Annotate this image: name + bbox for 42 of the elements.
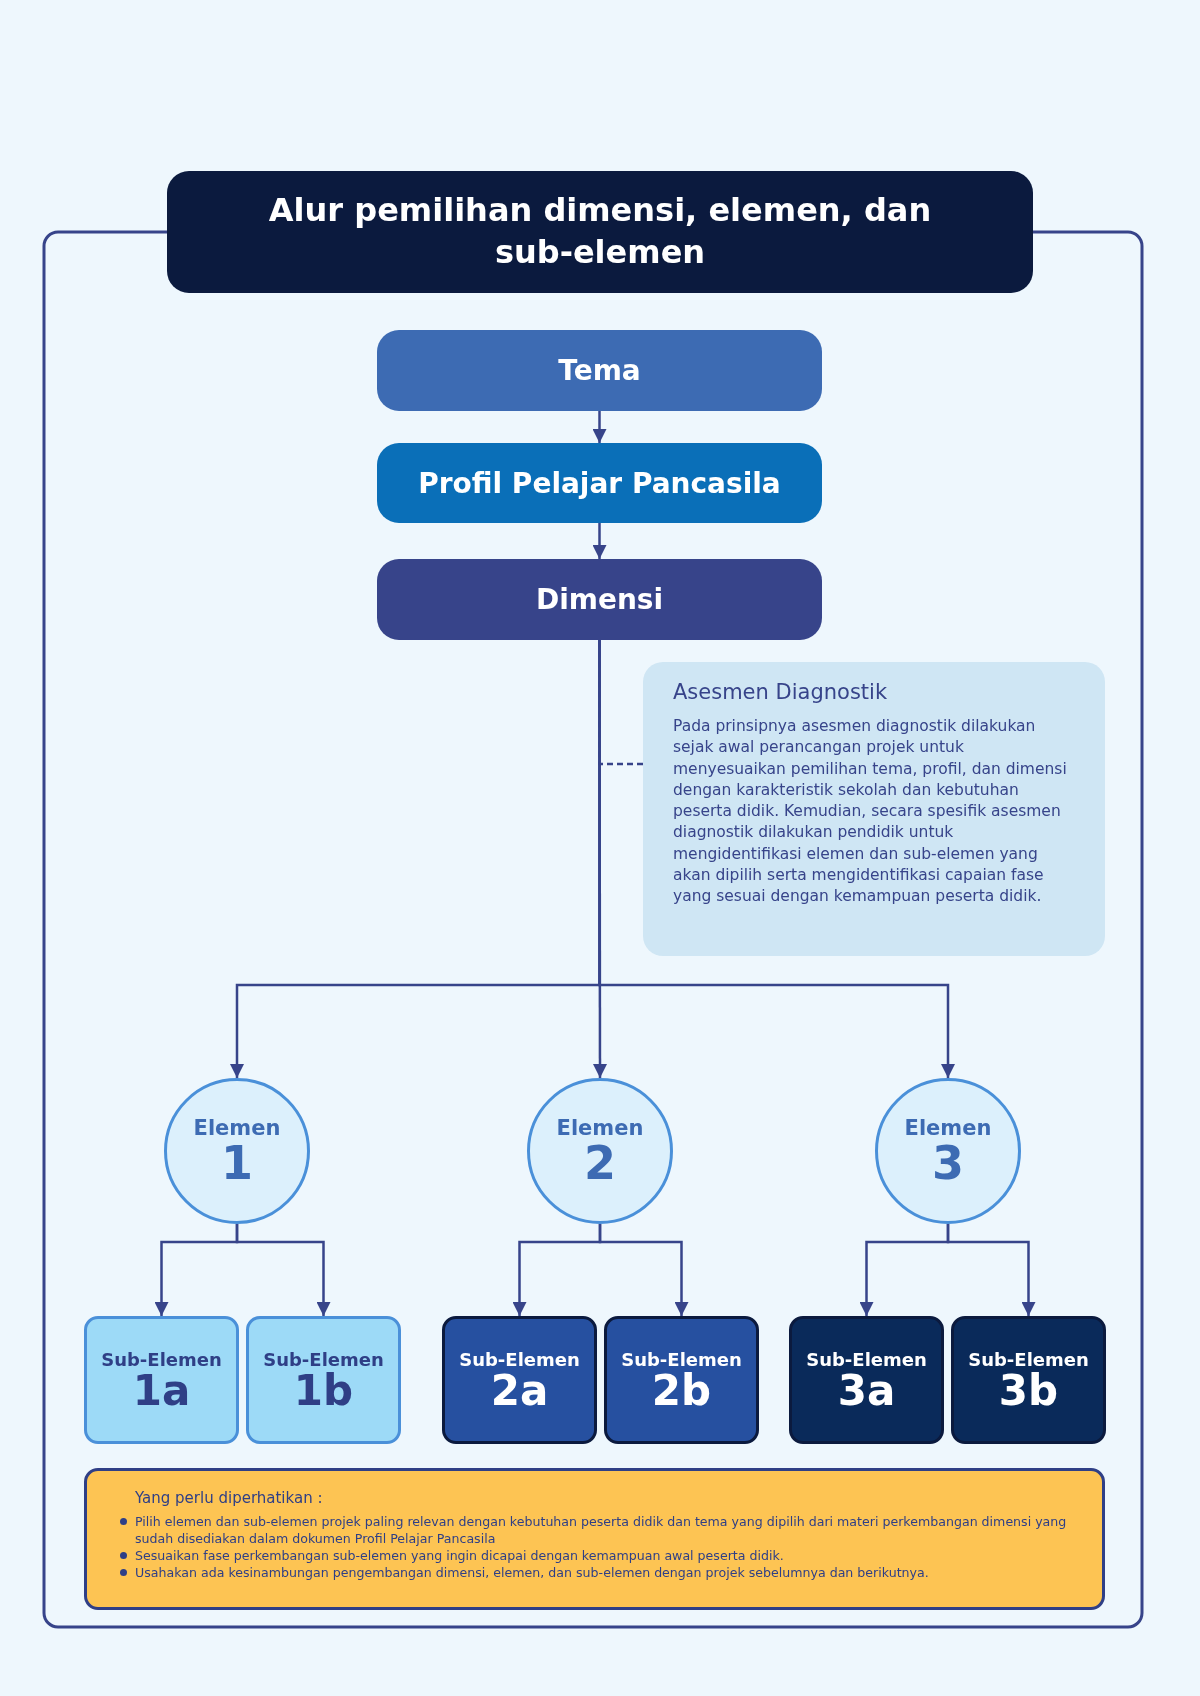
bullet-text: Pilih elemen dan sub-elemen projek paling relevan dengan kebutuhan peserta didik dan tema yang dipilih dari materi perkembangan dimensi yang sudah disediakan dalam dokumen Profil Pelajar Pancasila bbox=[135, 1513, 1068, 1547]
note-heading: Yang perlu diperhatikan : bbox=[135, 1489, 323, 1507]
bullet-text: Sesuaikan fase perkembangan sub-elemen yang ingin dicapai dengan kemampuan awal peserta didik. bbox=[135, 1547, 784, 1564]
element-number: 3 bbox=[932, 1140, 964, 1186]
arrow bbox=[235, 1224, 331, 1316]
process-box: Tema bbox=[377, 330, 822, 411]
sub-element-code: 3a bbox=[837, 1369, 896, 1412]
sub-element-box bbox=[84, 1316, 239, 1444]
arrow bbox=[592, 411, 607, 443]
box-label: Sub-Elemen bbox=[101, 1348, 222, 1370]
box-label: Sub-Elemen bbox=[968, 1348, 1089, 1370]
panel-text: Pada prinsipnya asesmen diagnostik dilakukan sejak awal perancangan projek untuk menyesuaikan pemilihan tema, profil, dan dimensi dengan karakteristik sekolah dan kebutuhan peserta didik. Kemudian, secara spesifik asesmen diagnostik dilakukan pendidik untuk mengidentifikasi elemen dan sub-elemen yang akan dipilih serta mengidentifikasi capaian fase yang sesuai dengan kemampuan peserta didik. bbox=[673, 716, 1068, 908]
element-number: 2 bbox=[584, 1140, 616, 1186]
element-number: 1 bbox=[221, 1140, 253, 1186]
sub-element-box bbox=[246, 1316, 401, 1444]
sub-element-box bbox=[604, 1316, 759, 1444]
sub-element-code: 1a bbox=[132, 1369, 191, 1412]
circle-label: Elemen bbox=[193, 1116, 281, 1140]
process-box: Dimensi bbox=[377, 559, 822, 640]
title-banner: Alur pemilihan dimensi, elemen, dan sub-elemen bbox=[167, 171, 1033, 293]
sub-element-box bbox=[442, 1316, 597, 1444]
process-box: Profil Pelajar Pancasila bbox=[377, 443, 822, 523]
arrow bbox=[946, 1224, 1036, 1316]
circle-label: Elemen bbox=[904, 1116, 992, 1140]
arrow bbox=[592, 523, 607, 559]
bullet-text: Usahakan ada kesinambungan pengembangan dimensi, elemen, dan sub-elemen dengan projek sebelumnya dan berikutnya. bbox=[135, 1564, 929, 1581]
arrow bbox=[598, 1224, 689, 1316]
note-panel bbox=[84, 1468, 1105, 1610]
box-label: Sub-Elemen bbox=[806, 1348, 927, 1370]
circle-label: Elemen bbox=[556, 1116, 644, 1140]
sub-element-box bbox=[789, 1316, 944, 1444]
sub-element-code: 2a bbox=[490, 1369, 549, 1412]
sub-element-code: 1b bbox=[293, 1369, 354, 1412]
sub-element-box bbox=[951, 1316, 1106, 1444]
arrow bbox=[598, 640, 955, 1078]
box-label: Sub-Elemen bbox=[459, 1348, 580, 1370]
panel-heading: Asesmen Diagnostik bbox=[673, 680, 888, 704]
sub-element-code: 3b bbox=[998, 1369, 1059, 1412]
info-panel bbox=[643, 662, 1105, 956]
box-label: Sub-Elemen bbox=[621, 1348, 742, 1370]
sub-element-code: 2b bbox=[651, 1369, 712, 1412]
box-label: Sub-Elemen bbox=[263, 1348, 384, 1370]
